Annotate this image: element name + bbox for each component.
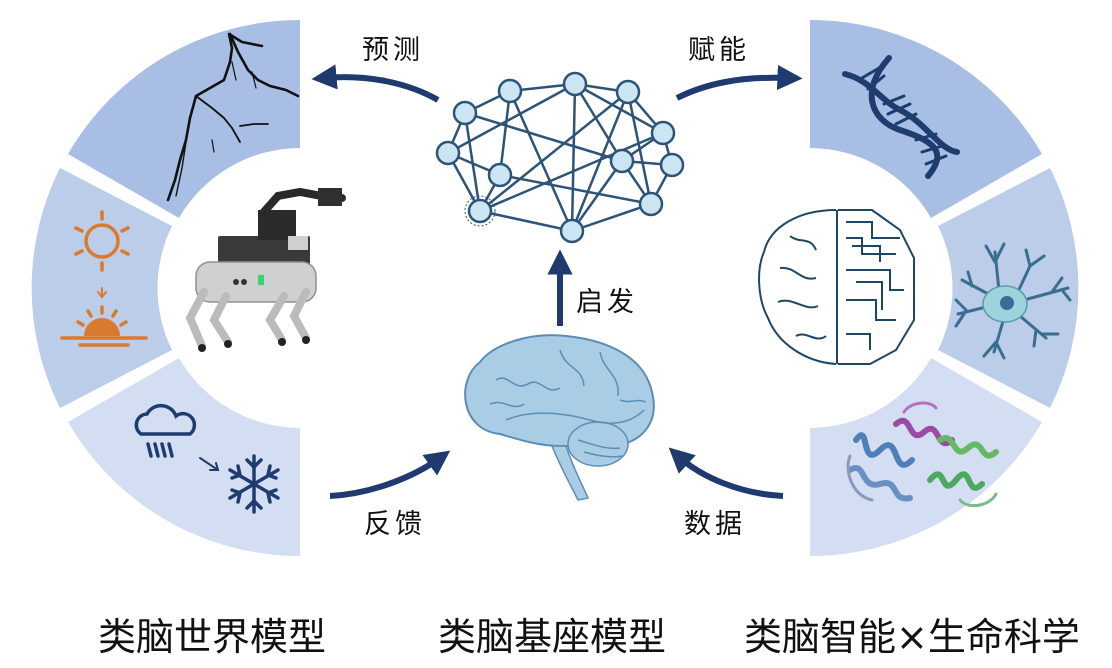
right-segment-top bbox=[810, 20, 1042, 218]
title-brain-inspired-world-model: 类脑世界模型 bbox=[98, 615, 327, 659]
right-ring bbox=[810, 20, 1079, 556]
left-segment-bottom bbox=[68, 358, 300, 556]
neuron-icon bbox=[954, 242, 1072, 360]
arrow-data bbox=[668, 447, 784, 499]
quadruped-robot-image bbox=[185, 187, 346, 352]
arrow-feedback bbox=[329, 450, 451, 499]
right-segment-bottom bbox=[810, 358, 1042, 556]
label-data: 数据 bbox=[684, 509, 746, 540]
label-empower: 赋能 bbox=[688, 35, 750, 66]
title-brain-inspired-foundation-model: 类脑基座模型 bbox=[438, 615, 667, 659]
rain-snow-icon bbox=[134, 403, 280, 514]
arrows bbox=[311, 64, 803, 499]
neural-network-graph bbox=[435, 71, 685, 244]
arrow-predict bbox=[311, 64, 440, 103]
mountain-sketch-icon bbox=[166, 32, 300, 202]
protein-structure-icon bbox=[846, 401, 999, 508]
dna-icon bbox=[842, 55, 960, 179]
arrow-empower bbox=[675, 64, 803, 101]
left-segment-top bbox=[68, 20, 300, 218]
human-brain-image bbox=[464, 334, 655, 501]
label-feedback: 反馈 bbox=[364, 509, 426, 540]
brain-circuit-icon bbox=[758, 209, 915, 365]
title-brain-inspired-intelligence-life-science: 类脑智能×生命科学 bbox=[744, 615, 1080, 659]
label-predict: 预测 bbox=[362, 35, 424, 66]
sun-sunset-icon bbox=[60, 210, 148, 347]
label-inspire: 启发 bbox=[576, 287, 638, 318]
